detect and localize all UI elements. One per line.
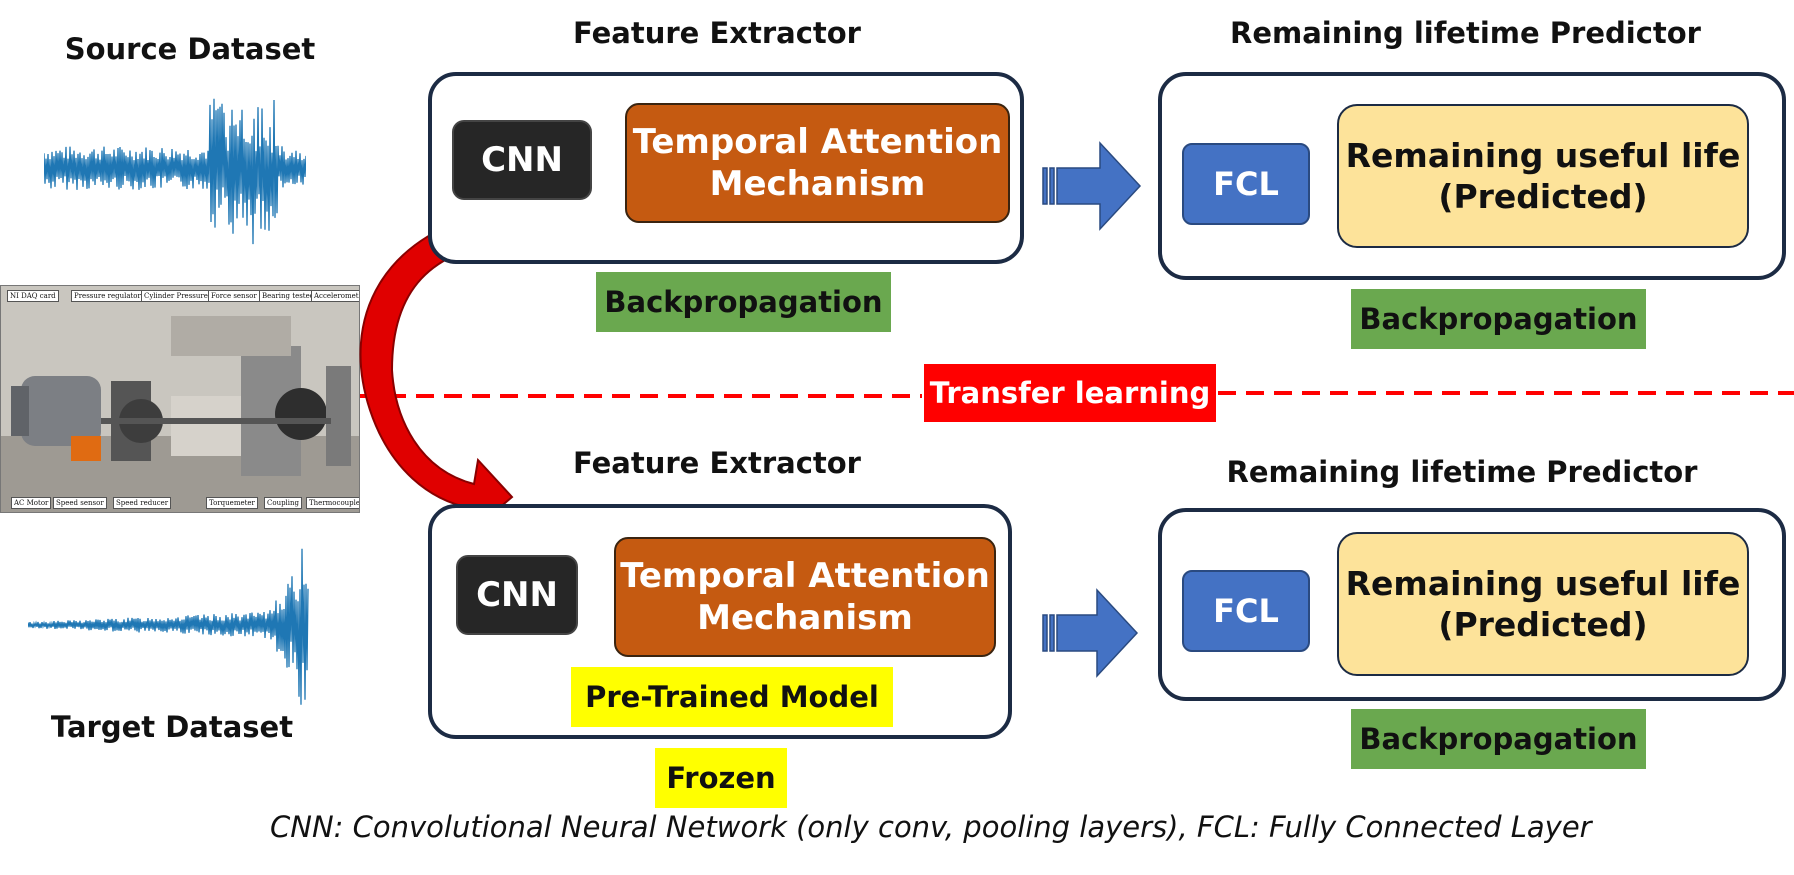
photo-label-coupling: Coupling: [264, 497, 303, 509]
top-predictor-title: Remaining lifetime Predictor: [1230, 16, 1701, 50]
transfer-learning-badge: Transfer learning: [924, 364, 1216, 422]
top-fcl-block: FCL: [1182, 143, 1310, 225]
target-dataset-title: Target Dataset: [50, 710, 294, 744]
footnote-caption: CNN: Convolutional Neural Network (only …: [270, 810, 1592, 844]
top-flow-arrow: [1042, 141, 1142, 231]
bottom-attention-line2: Mechanism: [697, 598, 913, 638]
bottom-rul-line2: (Predicted): [1438, 605, 1648, 644]
top-rul-line1: Remaining useful life: [1345, 135, 1741, 175]
photo-label-speed-reducer: Speed reducer: [113, 497, 172, 509]
bottom-rul-line1: Remaining useful life: [1345, 563, 1741, 603]
frozen-badge: Frozen: [655, 748, 787, 808]
top-rul-line2: (Predicted): [1438, 177, 1648, 216]
bottom-feature-extractor-title: Feature Extractor: [573, 446, 861, 480]
top-rul-block: Remaining useful life (Predicted): [1337, 104, 1749, 248]
target-signal-waveform: [28, 548, 309, 705]
top-attention-block: Temporal Attention Mechanism: [625, 103, 1010, 223]
top-extractor-backprop-badge: Backpropagation: [596, 272, 891, 332]
bottom-fcl-block: FCL: [1182, 570, 1310, 652]
source-dataset-title: Source Dataset: [64, 32, 316, 66]
bottom-rul-block: Remaining useful life (Predicted): [1337, 532, 1749, 676]
top-feature-extractor-title: Feature Extractor: [573, 16, 861, 50]
photo-label-motor: AC Motor: [11, 497, 52, 509]
photo-label-speed-sensor: Speed sensor: [53, 497, 107, 509]
bottom-attention-block: Temporal Attention Mechanism: [614, 537, 996, 657]
bottom-predictor-backprop-badge: Backpropagation: [1351, 709, 1646, 769]
bottom-cnn-block: CNN: [456, 555, 578, 635]
photo-label-daq: NI DAQ card: [7, 290, 59, 302]
photo-label-accelerometers: Accelerometers: [311, 290, 359, 302]
photo-label-cylinder: Cylinder Pressure: [141, 290, 211, 302]
photo-label-thermocouple: Thermocouple: [306, 497, 359, 509]
source-signal-waveform: [44, 98, 306, 245]
photo-label-torquemeter: Torquemeter: [206, 497, 258, 509]
pretrained-model-badge: Pre-Trained Model: [571, 667, 893, 727]
bottom-flow-arrow: [1042, 588, 1139, 678]
bottom-attention-line1: Temporal Attention: [620, 555, 990, 596]
top-cnn-block: CNN: [452, 120, 592, 200]
bottom-predictor-title: Remaining lifetime Predictor: [1226, 455, 1698, 489]
top-attention-line2: Mechanism: [709, 164, 926, 204]
test-rig-photo: NI DAQ card Pressure regulator Cylinder …: [0, 285, 360, 513]
top-attention-line1: Temporal Attention: [632, 121, 1003, 162]
top-predictor-backprop-badge: Backpropagation: [1351, 289, 1646, 349]
